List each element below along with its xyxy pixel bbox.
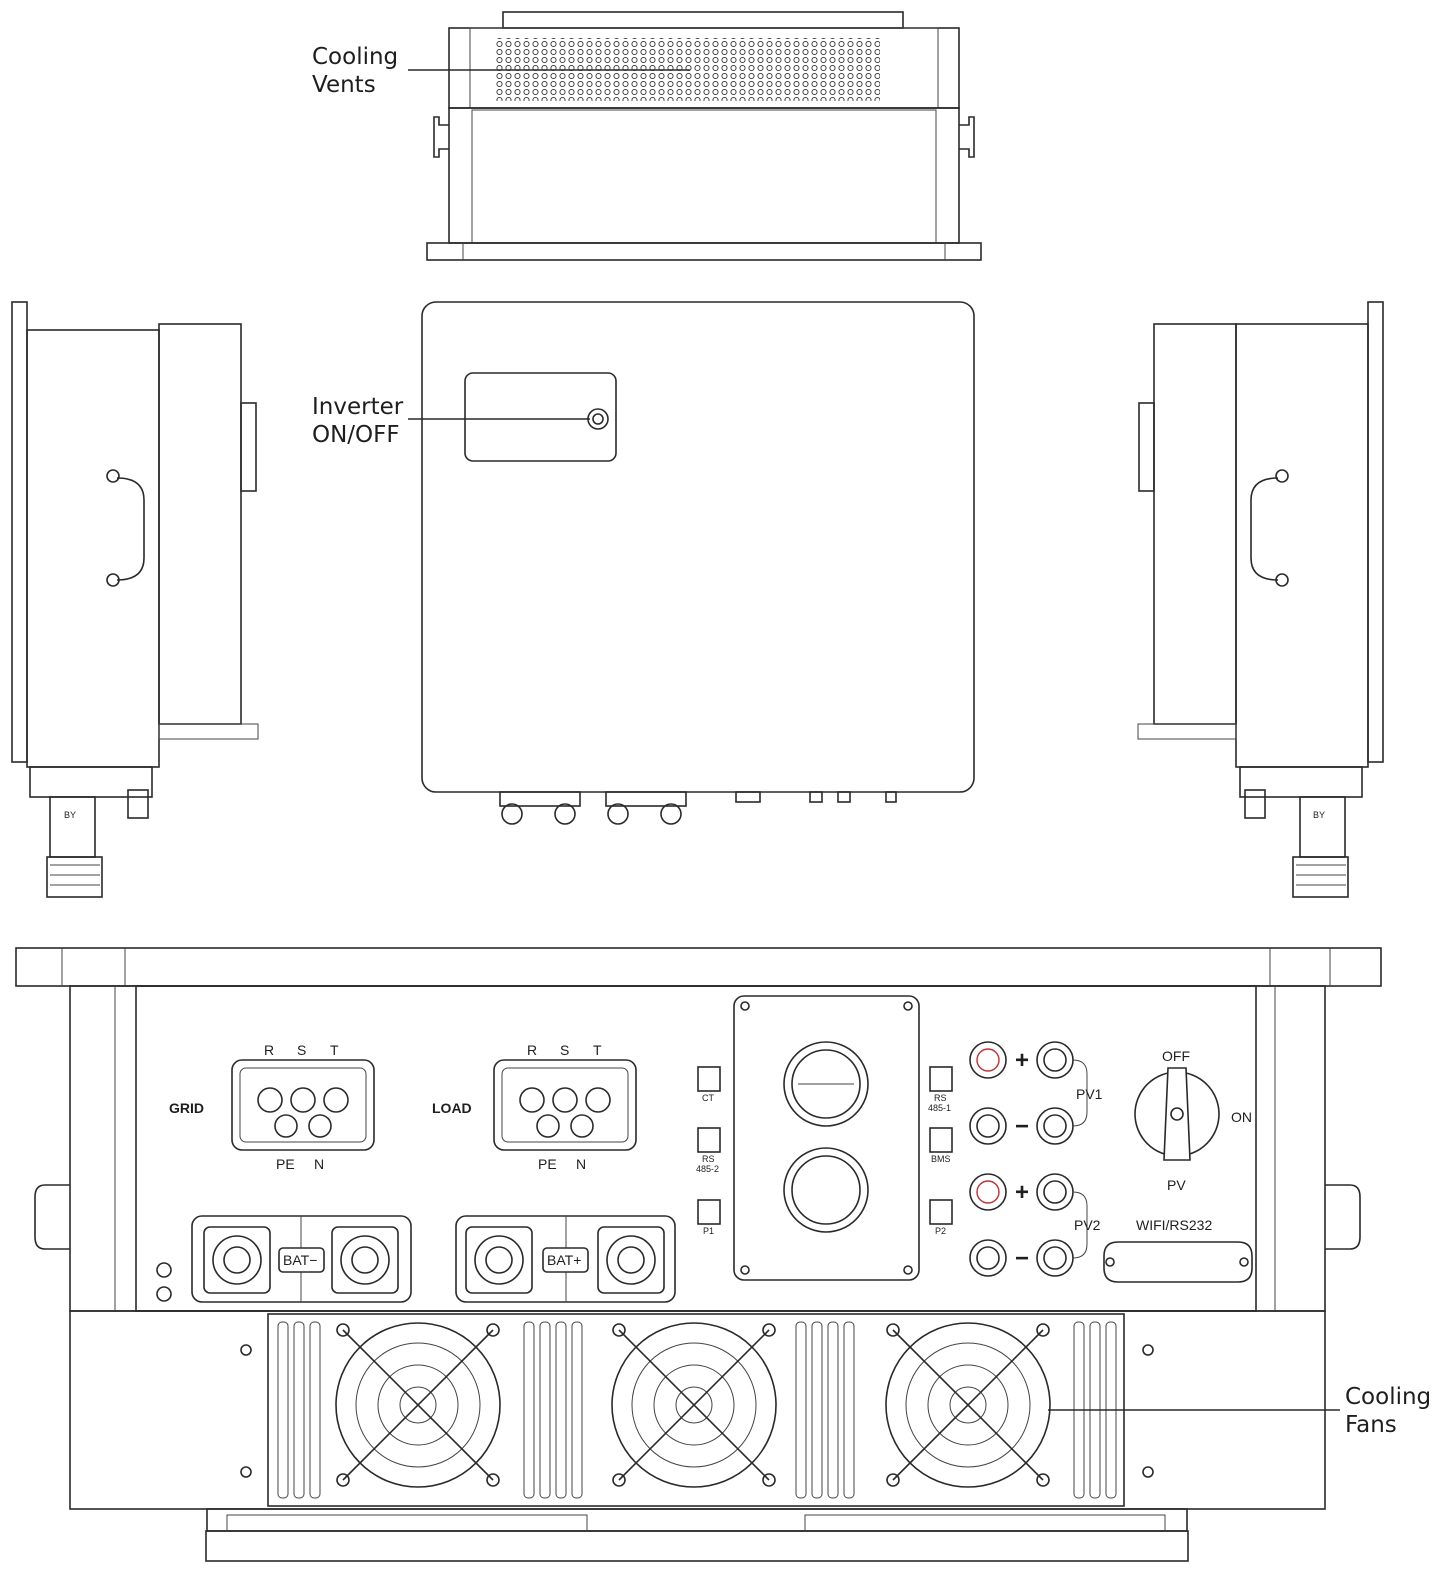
battery-negative-group	[191, 1215, 412, 1303]
battery-positive-group	[455, 1215, 676, 1303]
rs485-1-label-2: 485-1	[928, 1103, 951, 1113]
display-window	[464, 372, 617, 462]
grid-phase-r: R	[264, 1042, 274, 1058]
cooling-fan-2	[611, 1322, 777, 1488]
pv2-plus: +	[1015, 1179, 1029, 1206]
pv2-label: PV2	[1074, 1217, 1101, 1233]
load-phase-r: R	[527, 1042, 537, 1058]
pv-switch[interactable]	[1134, 1067, 1220, 1161]
inverter-on-off-button[interactable]	[587, 408, 609, 430]
cooling-vents-label-2: Vents	[312, 72, 376, 98]
load-label: LOAD	[432, 1100, 472, 1116]
bat-positive-label: BAT+	[547, 1252, 581, 1268]
ct-label: CT	[702, 1093, 714, 1103]
inverter-switch-label-1: Inverter	[312, 394, 404, 420]
load-phase-s: S	[560, 1042, 569, 1058]
grid-pe: PE	[276, 1156, 295, 1172]
switch-off-label: OFF	[1162, 1048, 1190, 1064]
left-side-view: BY	[11, 301, 259, 898]
pv-connectors	[969, 1041, 1088, 1277]
right-side-view: BY	[1137, 301, 1384, 898]
pv1-plus: +	[1015, 1047, 1029, 1074]
cooling-fan-1	[335, 1322, 501, 1488]
ct-port[interactable]	[697, 1066, 721, 1092]
grid-phase-s: S	[297, 1042, 306, 1058]
cooling-fan-3	[885, 1322, 1051, 1488]
top-view	[426, 11, 982, 261]
load-connector	[493, 1059, 637, 1151]
wifi-rs232-port[interactable]	[1103, 1241, 1253, 1283]
switch-on-label: ON	[1231, 1109, 1252, 1125]
p2-label: P2	[935, 1226, 946, 1236]
cooling-vents-label-1: Cooling	[312, 44, 398, 70]
svg-text:BY: BY	[1313, 810, 1325, 820]
pv1-minus: −	[1015, 1113, 1029, 1140]
rs485-2-port[interactable]	[697, 1127, 721, 1153]
switch-pv-label: PV	[1167, 1177, 1186, 1193]
pv2-minus: −	[1015, 1245, 1029, 1272]
grid-label: GRID	[169, 1100, 204, 1116]
rs485-2-label-1: RS	[702, 1154, 715, 1164]
pv1-label: PV1	[1076, 1086, 1103, 1102]
rs485-1-port[interactable]	[929, 1066, 953, 1092]
front-view	[421, 301, 975, 825]
grid-phase-t: T	[330, 1042, 339, 1058]
cooling-fans-label-1: Cooling	[1345, 1384, 1431, 1410]
grid-n: N	[314, 1156, 324, 1172]
bms-label: BMS	[931, 1154, 951, 1164]
rs485-1-label-1: RS	[934, 1093, 947, 1103]
bat-negative-label: BAT−	[283, 1252, 317, 1268]
bottom-view	[15, 947, 1382, 1562]
inverter-switch-label-2: ON/OFF	[312, 422, 400, 448]
load-phase-t: T	[593, 1042, 602, 1058]
cable-gland-plate	[733, 995, 920, 1281]
p1-label: P1	[703, 1226, 714, 1236]
load-pe: PE	[538, 1156, 557, 1172]
p1-port[interactable]	[697, 1199, 721, 1225]
rs485-2-label-2: 485-2	[696, 1164, 719, 1174]
p2-port[interactable]	[929, 1199, 953, 1225]
svg-text:BY: BY	[64, 810, 76, 820]
bms-port[interactable]	[929, 1127, 953, 1153]
grid-connector	[231, 1059, 375, 1151]
wifi-label: WIFI/RS232	[1136, 1217, 1212, 1233]
load-n: N	[576, 1156, 586, 1172]
cooling-fans-label-2: Fans	[1345, 1412, 1397, 1438]
